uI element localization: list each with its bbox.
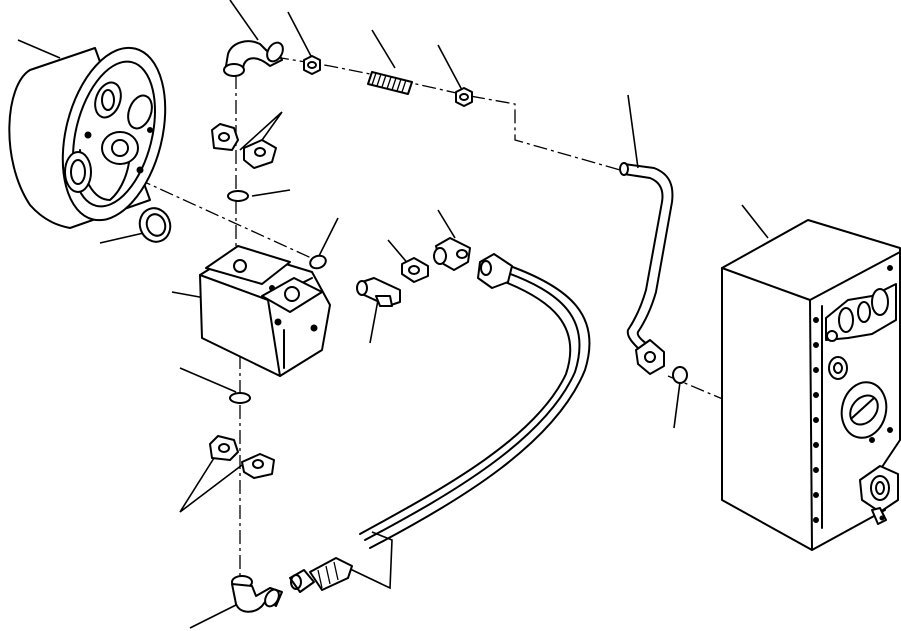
elbow-fitting-icon: [223, 40, 284, 77]
o-ring-icon: [229, 392, 251, 404]
elbow-adapter-icon: [433, 237, 471, 271]
leader-lines: [17, 0, 769, 629]
hose-fitting-icon: [289, 557, 353, 593]
gear-pump-icon: [199, 245, 331, 377]
tube-icon: [619, 162, 674, 375]
hose-icon: [359, 253, 591, 549]
flywheel-housing-icon: [8, 46, 167, 229]
spring-icon: [367, 71, 413, 95]
tee-fitting-icon: [356, 277, 401, 307]
o-ring-icon: [227, 190, 249, 202]
nut-icon: [303, 55, 321, 75]
clamp-icon: [211, 123, 277, 169]
connector-icon: [401, 257, 429, 283]
clamp-icon: [209, 435, 275, 479]
bolt-row: [813, 265, 893, 523]
transmission-icon: [721, 219, 901, 551]
centre-lines: [91, 56, 726, 590]
elbow-fitting-icon: [231, 575, 283, 613]
seal-ring-icon: [138, 207, 172, 243]
o-ring-icon: [672, 366, 688, 384]
o-ring-icon: [309, 254, 327, 270]
nut-icon: [455, 87, 473, 107]
